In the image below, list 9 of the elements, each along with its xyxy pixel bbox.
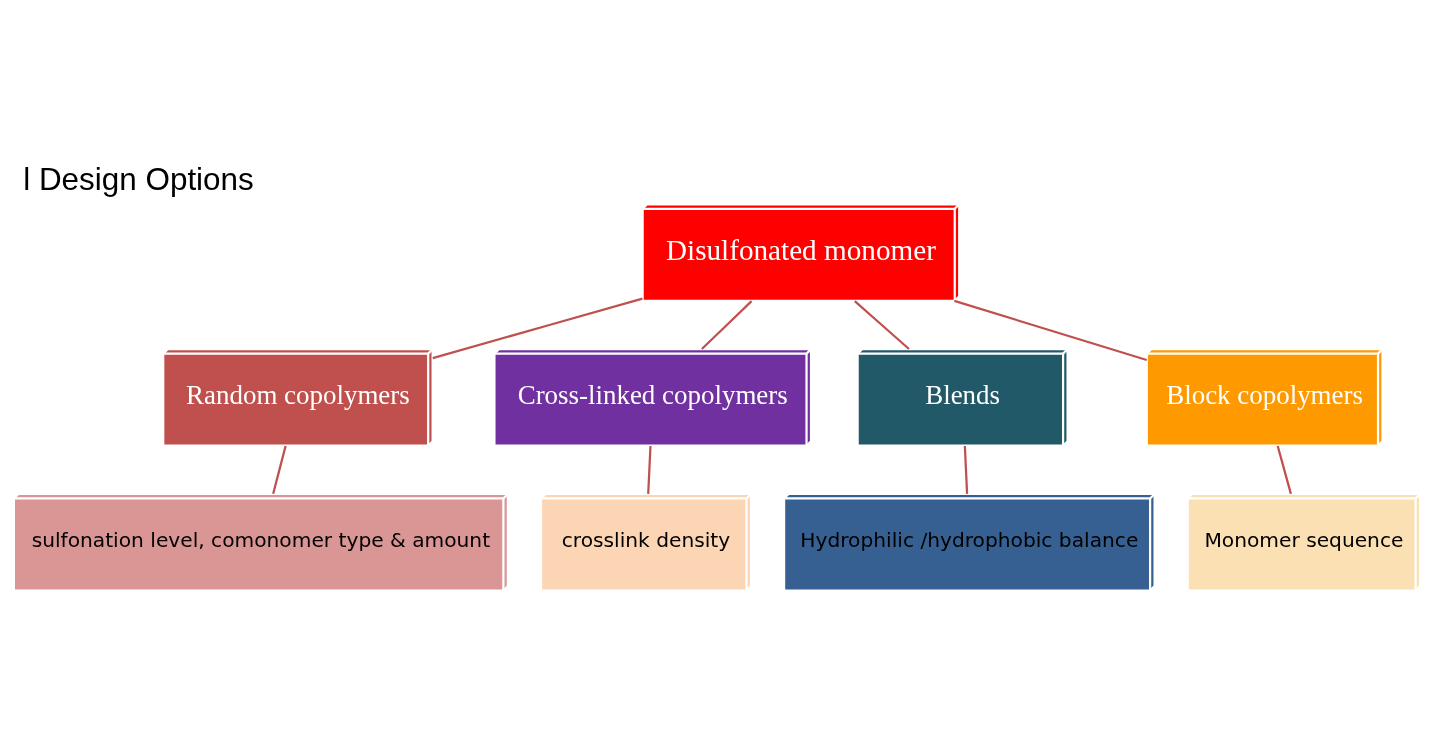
diagram-title: l Design Options bbox=[23, 161, 254, 197]
connector bbox=[432, 297, 643, 359]
connector bbox=[272, 445, 287, 494]
connector bbox=[647, 445, 652, 494]
connector bbox=[854, 299, 910, 350]
connector bbox=[1276, 445, 1292, 494]
connector bbox=[954, 299, 1148, 361]
connector bbox=[701, 299, 753, 350]
connector bbox=[963, 445, 969, 494]
